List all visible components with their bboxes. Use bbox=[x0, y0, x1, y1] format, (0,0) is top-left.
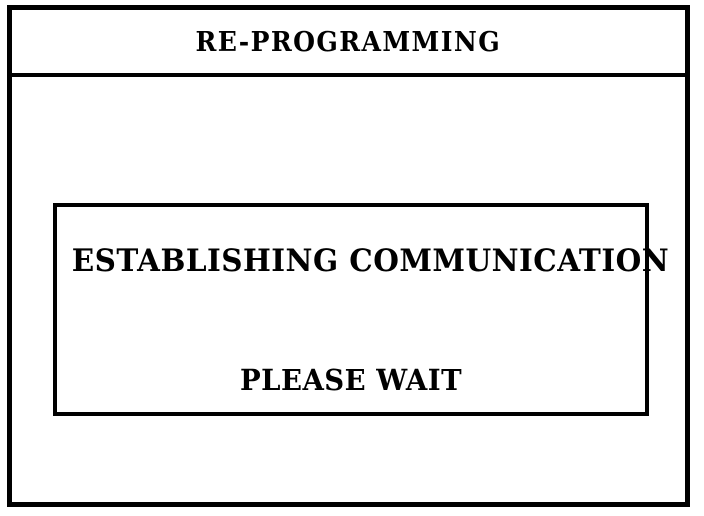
status-primary-message: ESTABLISHING COMMUNICATION bbox=[71, 243, 670, 279]
dialog-title: RE-PROGRAMMING bbox=[195, 27, 502, 58]
dialog-title-bar: RE-PROGRAMMING bbox=[12, 10, 685, 77]
status-secondary-message: PLEASE WAIT bbox=[239, 363, 463, 397]
status-panel: ESTABLISHING COMMUNICATION PLEASE WAIT bbox=[53, 203, 670, 416]
reprogramming-dialog: RE-PROGRAMMING ESTABLISHING COMMUNICATIO… bbox=[7, 5, 690, 507]
dialog-body: ESTABLISHING COMMUNICATION PLEASE WAIT bbox=[12, 81, 685, 502]
